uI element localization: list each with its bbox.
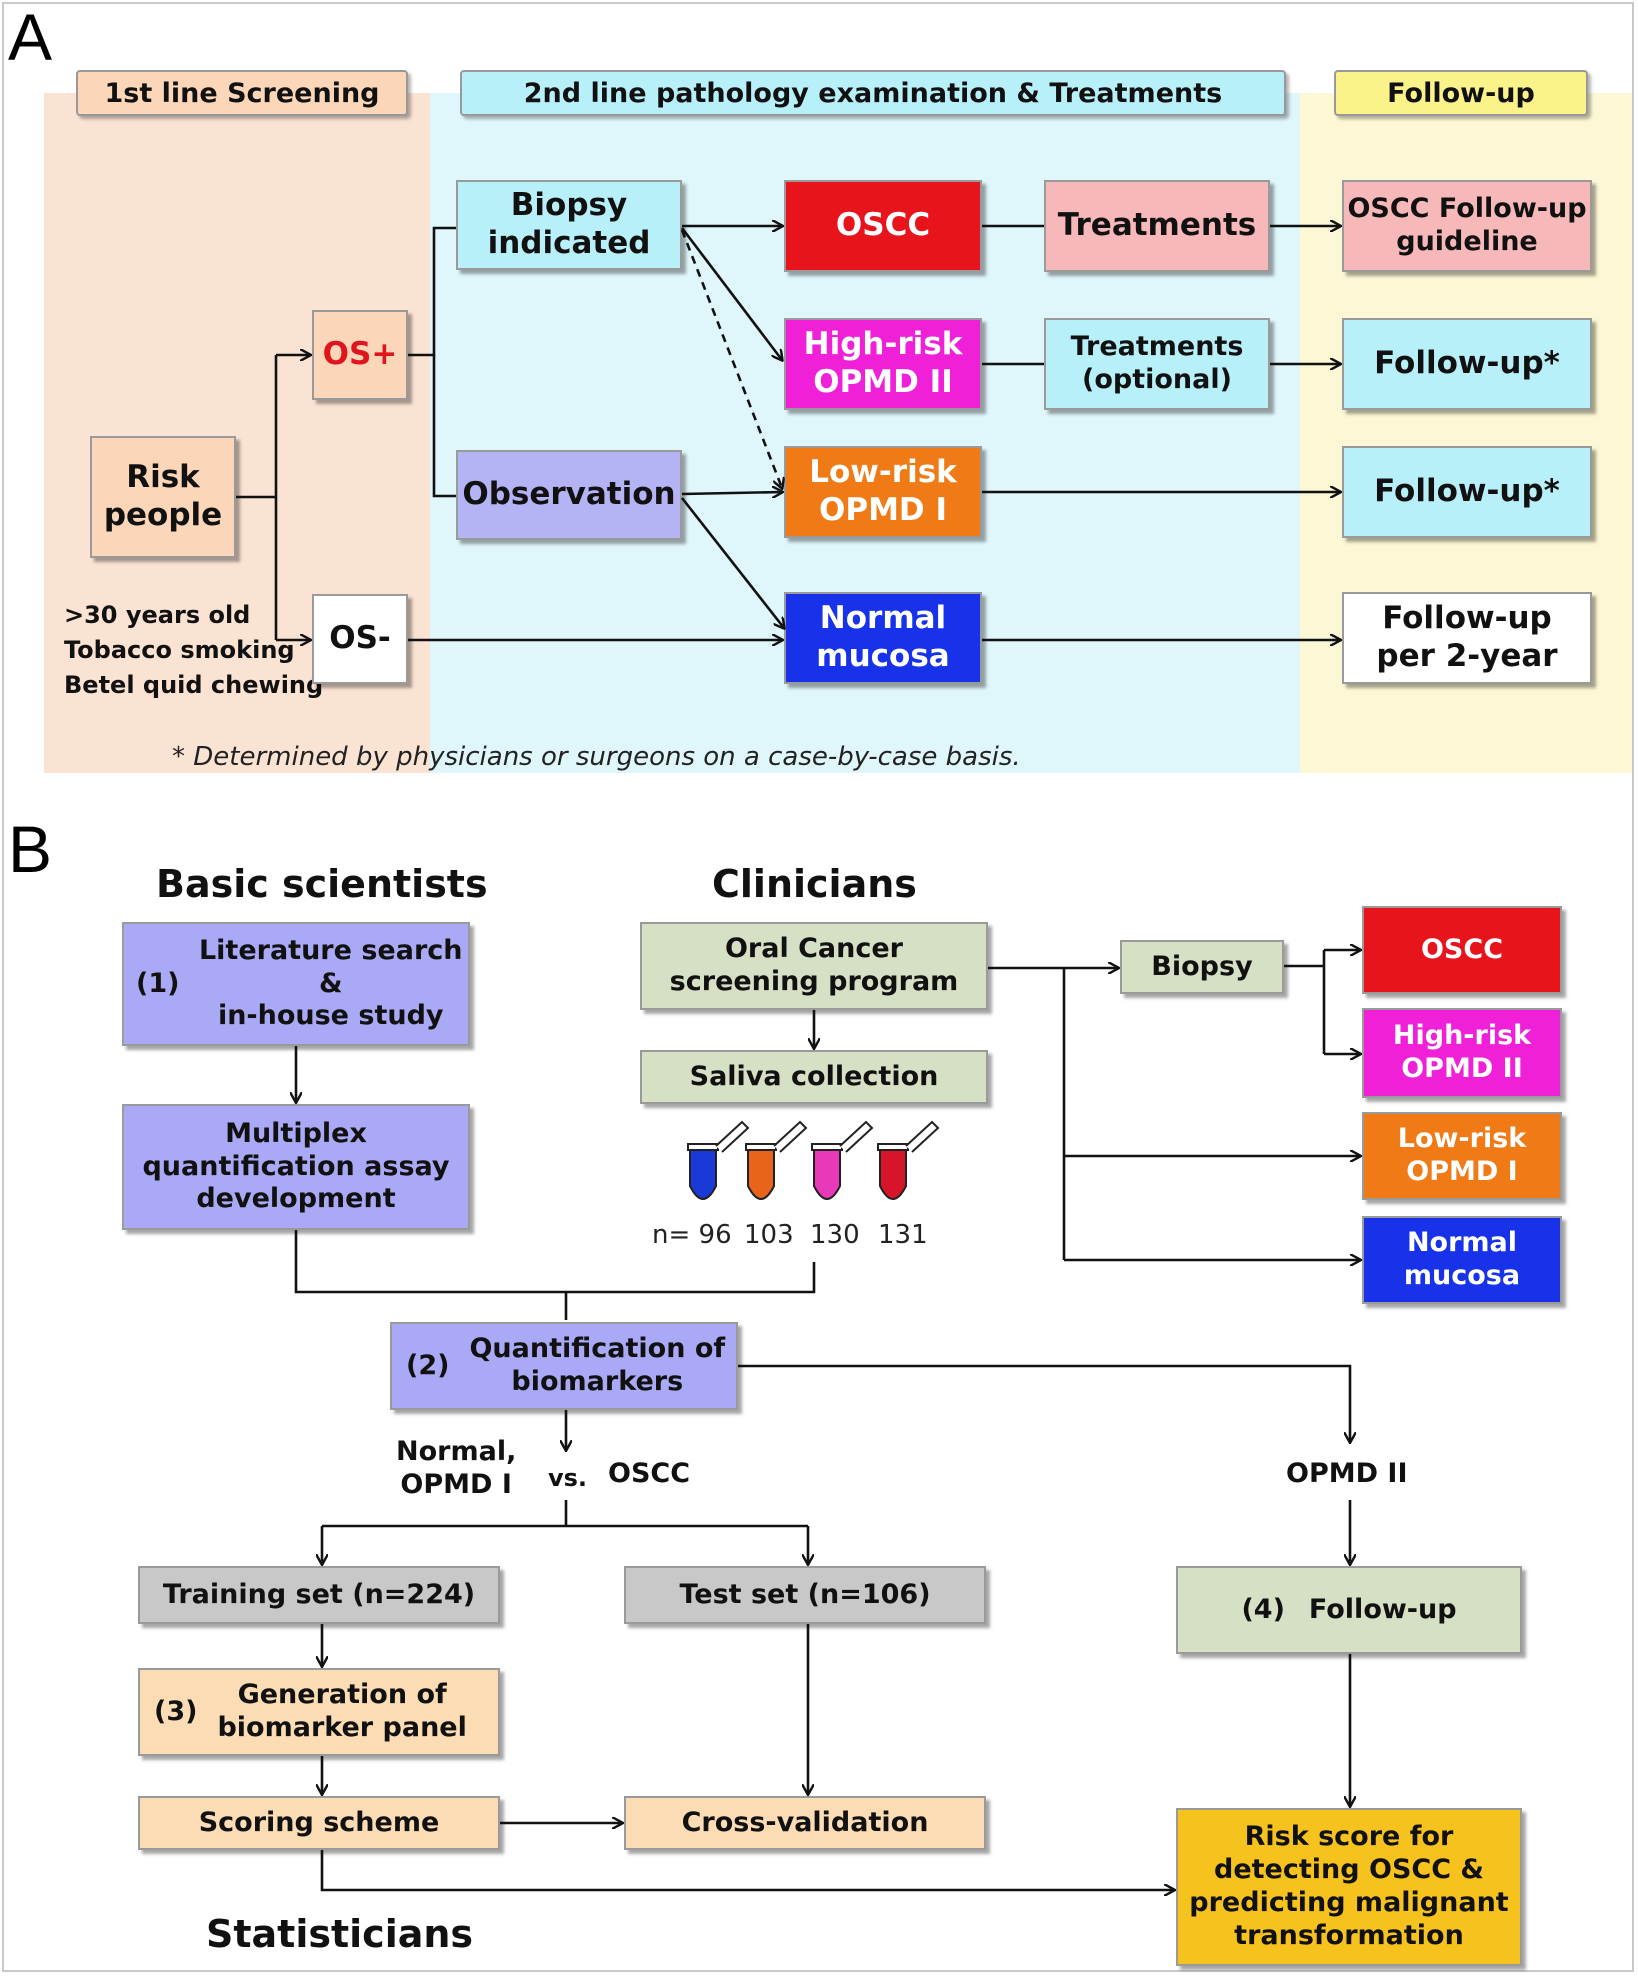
b-followup-box: (4) Follow-up [1176, 1566, 1522, 1654]
followup-2year-box: Follow-up per 2-year [1342, 592, 1592, 684]
footnote: * Determined by physicians or surgeons o… [172, 742, 1021, 772]
normal-opmd-label: Normal, OPMD I [396, 1436, 517, 1500]
b-high-risk-box: High-risk OPMD II [1362, 1008, 1562, 1098]
quantification-number: (2) [406, 1349, 450, 1381]
high-risk-box: High-risk OPMD II [784, 318, 982, 410]
oscc-label: OSCC [608, 1458, 691, 1489]
risk-criteria-text: >30 years old Tobacco smoking Betel quid… [64, 601, 324, 699]
followup-text: Follow-up [1308, 1593, 1457, 1625]
panel-a-connectors [236, 226, 1340, 640]
panel-a-letter: A [8, 0, 53, 74]
literature-number: (1) [136, 967, 180, 999]
followup-star-box-2: Follow-up* [1342, 446, 1592, 538]
statisticians-label: Statisticians [206, 1912, 474, 1956]
os-minus-box: OS- [312, 594, 408, 684]
treatments-optional-box: Treatments (optional) [1044, 318, 1270, 410]
tube-blue [687, 1120, 750, 1200]
generation-box: (3) Generation of biomarker panel [138, 1668, 500, 1756]
tube-red [877, 1120, 940, 1200]
training-set-box: Training set (n=224) [138, 1566, 500, 1624]
header-pathology: 2nd line pathology examination & Treatme… [460, 70, 1286, 116]
saliva-collection-box: Saliva collection [640, 1050, 988, 1104]
observation-box: Observation [456, 450, 682, 540]
biopsy-indicated-box: Biopsy indicated [456, 180, 682, 270]
b-normal-mucosa-box: Normal mucosa [1362, 1216, 1562, 1304]
screening-program-box: Oral Cancer screening program [640, 922, 988, 1010]
line-merge-to-quant [294, 1230, 816, 1294]
generation-text: Generation of biomarker panel [217, 1679, 467, 1743]
risk-people-box: Risk people [90, 436, 236, 558]
line-os-plus-biopsy [408, 226, 456, 357]
tube-label-red: 131 [878, 1220, 928, 1250]
literature-text: Literature search & in-house study [198, 934, 463, 1032]
os-plus-box: OS+ [312, 310, 408, 400]
arrow-observation-lowrisk [681, 492, 782, 494]
multiplex-box: Multiplex quantification assay developme… [122, 1104, 470, 1230]
normal-mucosa-box: Normal mucosa [784, 592, 982, 684]
quantification-box: (2) Quantification of biomarkers [390, 1322, 738, 1410]
literature-box: (1) Literature search & in-house study [122, 922, 470, 1046]
basic-scientists-label: Basic scientists [156, 862, 488, 906]
treatments-box: Treatments [1044, 180, 1270, 272]
b-low-risk-box: Low-risk OPMD I [1362, 1112, 1562, 1200]
low-risk-box: Low-risk OPMD I [784, 446, 982, 538]
opmd-ii-label: OPMD II [1286, 1458, 1408, 1489]
tube-label-blue: n= 96 [652, 1220, 732, 1250]
arrow-biopsy-lowrisk-dashed [680, 229, 782, 488]
vs-label: vs. [548, 1464, 588, 1492]
oscc-followup-box: OSCC Follow-up guideline [1342, 180, 1592, 272]
saliva-tubes [687, 1120, 940, 1200]
arrow-scoring-riskscore [320, 1850, 1174, 1890]
followup-number: (4) [1241, 1593, 1285, 1625]
header-screening: 1st line Screening [76, 70, 408, 116]
arrow-quant-opmdii [738, 1364, 1350, 1442]
quantification-text: Quantification of biomarkers [469, 1333, 726, 1397]
tube-label-orange: 103 [744, 1220, 794, 1250]
tube-orange [745, 1120, 808, 1200]
biopsy-box: Biopsy [1120, 940, 1284, 994]
tube-pink [811, 1120, 874, 1200]
oscc-box: OSCC [784, 180, 982, 272]
clinicians-label: Clinicians [712, 862, 917, 906]
tube-label-pink: 130 [810, 1220, 860, 1250]
panel-b-letter: B [8, 812, 53, 886]
b-oscc-box: OSCC [1362, 906, 1562, 994]
test-set-box: Test set (n=106) [624, 1566, 986, 1624]
line-os-plus-observation [432, 355, 456, 498]
arrow-biopsy-highrisk [680, 227, 782, 360]
header-followup: Follow-up [1334, 70, 1588, 116]
panel-b-connectors [296, 950, 1360, 1890]
cross-validation-box: Cross-validation [624, 1796, 986, 1850]
arrow-observation-normal [680, 497, 784, 628]
generation-number: (3) [154, 1695, 198, 1727]
scoring-scheme-box: Scoring scheme [138, 1796, 500, 1850]
risk-score-box: Risk score for detecting OSCC & predicti… [1176, 1808, 1522, 1966]
followup-star-box-1: Follow-up* [1342, 318, 1592, 410]
